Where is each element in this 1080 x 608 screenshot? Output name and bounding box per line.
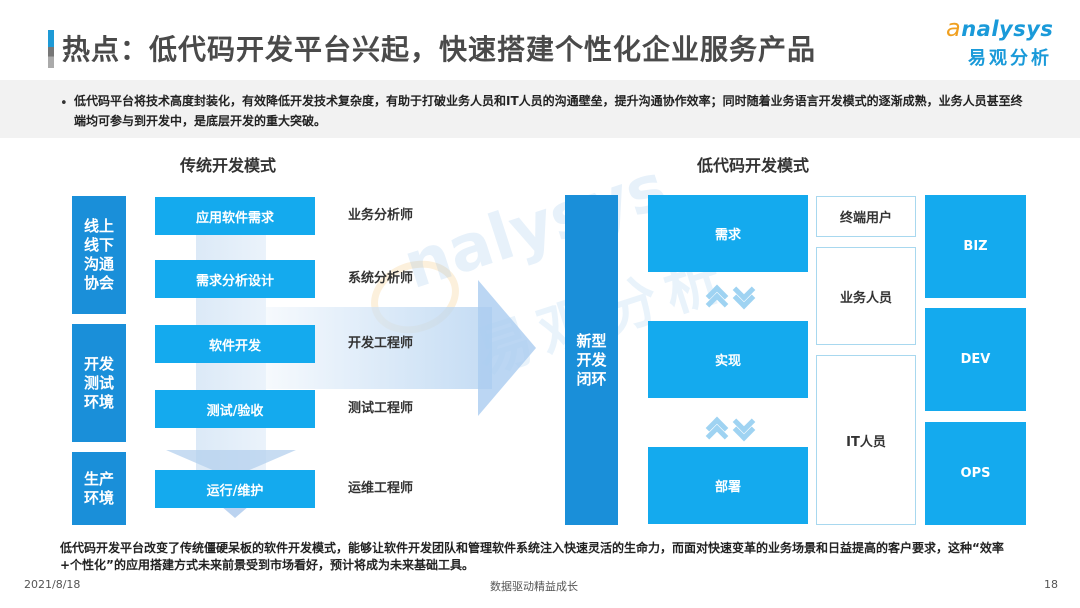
- lc-step-requirements: 需求: [648, 195, 808, 272]
- flow-down-arrow-tip-icon: [221, 506, 249, 518]
- footer-slogan: 数据驱动精益成长: [490, 580, 578, 593]
- chevron-down-icon: [732, 410, 756, 442]
- conclusion-text: 低代码开发平台改变了传统僵硬呆板的软件开发模式，能够让软件开发团队和管理软件系统…: [60, 541, 1004, 572]
- lc-step-implementation: 实现: [648, 321, 808, 398]
- lc-step-deployment: 部署: [648, 447, 808, 524]
- step-requirements: 应用软件需求: [155, 197, 315, 235]
- logo-chinese: 易观分析: [968, 48, 1052, 69]
- phase-production: 生产环境: [72, 452, 126, 525]
- chevron-up-icon: [705, 416, 729, 448]
- role-system-analyst: 系统分析师: [348, 271, 414, 286]
- user-it-staff: IT人员: [816, 355, 916, 525]
- step-operations: 运行/维护: [155, 470, 315, 508]
- step-development: 软件开发: [155, 325, 315, 363]
- team-dev: DEV: [925, 308, 1026, 411]
- role-dev-engineer: 开发工程师: [348, 336, 414, 351]
- user-business-staff: 业务人员: [816, 247, 916, 345]
- logo-english: analysys: [946, 14, 1054, 42]
- phase-dev-test: 开发测试环境: [72, 324, 126, 442]
- phase-communication: 线上线下沟通协会: [72, 196, 126, 314]
- team-biz: BIZ: [925, 195, 1026, 298]
- bullet-icon: •: [60, 96, 68, 111]
- title-accent-bar: [48, 30, 54, 68]
- page-title: 热点：低代码开发平台兴起，快速搭建个性化企业服务产品: [62, 33, 817, 66]
- chevron-down-icon: [732, 278, 756, 310]
- team-ops: OPS: [925, 422, 1026, 525]
- analysys-logo: analysys 易观分析: [946, 14, 1056, 72]
- role-test-engineer: 测试工程师: [348, 401, 414, 416]
- role-ops-engineer: 运维工程师: [348, 481, 414, 496]
- role-business-analyst: 业务分析师: [348, 208, 414, 223]
- user-end-user: 终端用户: [816, 196, 916, 237]
- transition-arrow-head-icon: [478, 280, 536, 416]
- intro-text: 低代码平台将技术高度封装化，有效降低开发技术复杂度，有助于打破业务人员和IT人员…: [74, 94, 1023, 128]
- page-number: 18: [1044, 578, 1058, 591]
- step-analysis-design: 需求分析设计: [155, 260, 315, 298]
- chevron-up-icon: [705, 284, 729, 316]
- footer-date: 2021/8/18: [24, 578, 81, 591]
- traditional-title: 传统开发模式: [180, 156, 277, 175]
- new-dev-loop: 新型开发闭环: [565, 195, 618, 525]
- intro-panel: • 低代码平台将技术高度封装化，有效降低开发技术复杂度，有助于打破业务人员和IT…: [0, 80, 1080, 138]
- step-testing: 测试/验收: [155, 390, 315, 428]
- lowcode-title: 低代码开发模式: [697, 156, 810, 175]
